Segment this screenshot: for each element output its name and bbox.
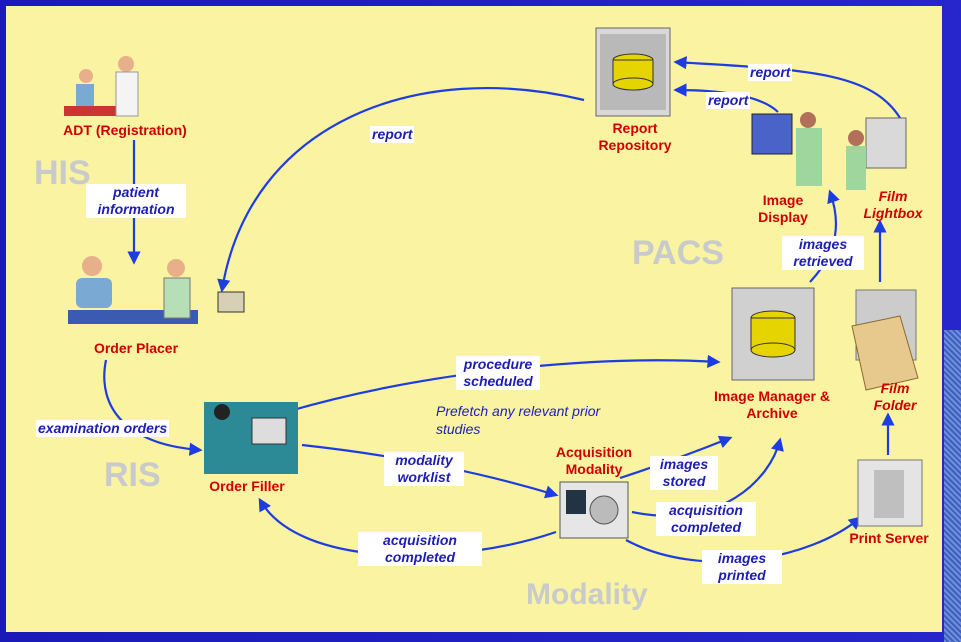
node-image-manager: Image Manager & Archive [714, 388, 830, 421]
flow-images-retrieved: images retrieved [782, 236, 864, 270]
node-order-placer: Order Placer [93, 340, 179, 356]
flow-report-display: report [706, 92, 751, 109]
arrow-report-to-placer [217, 87, 585, 293]
radiologist-film-icon [846, 117, 907, 190]
region-his: HIS [34, 154, 91, 192]
film-folder-icon [851, 289, 919, 391]
node-order-filler: Order Filler [209, 478, 285, 494]
region-pacs: PACS [632, 234, 724, 272]
report-archive-icon [595, 27, 671, 117]
flow-images-stored: images stored [650, 456, 718, 490]
node-adt-registration: ADT (Registration) [63, 122, 187, 138]
region-modality: Modality [526, 578, 648, 611]
scanner-icon [559, 481, 629, 539]
node-film-folder: Film Folder [873, 380, 917, 413]
flow-patient-information: patient information [86, 184, 186, 218]
flow-examination-orders: examination orders [36, 420, 170, 437]
flow-report-lightbox: report [748, 64, 793, 81]
node-image-display: Image Display [758, 192, 808, 225]
arrow-lightbox-to-repo [673, 56, 901, 119]
flow-report-main: report [370, 126, 415, 143]
region-ris: RIS [104, 456, 161, 494]
node-acquisition-modality: Acquisition Modality [555, 444, 633, 477]
flow-acquisition-completed-im: acquisition completed [656, 502, 756, 536]
node-print-server: Print Server [849, 530, 929, 546]
clerk-computer-icon [204, 402, 298, 474]
archive-disk-icon [731, 287, 815, 381]
xray-film-icon [857, 459, 923, 527]
node-report-repository: Report Repository [598, 120, 672, 153]
arrow-im-to-display [809, 189, 840, 283]
flow-acquisition-completed-of: acquisition completed [358, 532, 482, 566]
flow-procedure-scheduled: procedure scheduled [456, 356, 540, 390]
radiologist-monitor-icon [751, 112, 822, 186]
node-film-lightbox: Film Lightbox [863, 188, 923, 221]
decorative-strip [944, 330, 961, 642]
flow-modality-worklist: modality worklist [384, 452, 464, 486]
flow-images-printed: images printed [702, 550, 782, 584]
prefetch-note: Prefetch any relevant prior studies [436, 403, 601, 437]
patient-registration-icon [64, 56, 139, 117]
doctor-patient-icon [68, 256, 245, 324]
